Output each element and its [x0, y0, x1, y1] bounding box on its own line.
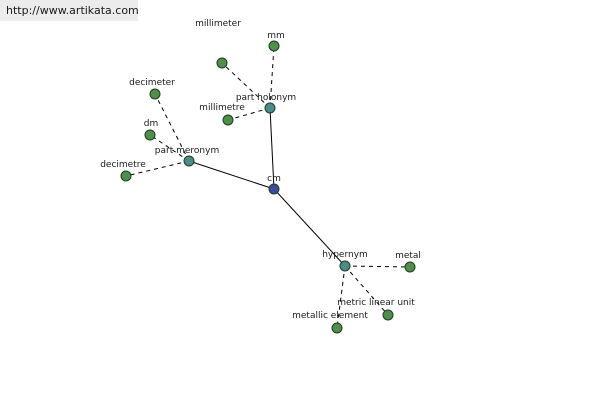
node-term-dm[interactable] [144, 129, 156, 141]
label-term-metal[interactable]: metal [395, 251, 421, 261]
node-term-metric-linear-unit[interactable] [382, 309, 394, 321]
node-term-decimeter[interactable] [149, 88, 161, 100]
node-term-metal[interactable] [404, 261, 416, 273]
label-term-mm[interactable]: mm [267, 31, 285, 41]
graph-edges [125, 45, 411, 329]
label-relation-hypernym[interactable]: hypernym [322, 250, 368, 260]
edge-hypernym-metallic-element [336, 265, 346, 329]
node-term-metallic-element[interactable] [331, 322, 343, 334]
graph-nodes [120, 40, 416, 334]
node-term-decimetre[interactable] [120, 170, 132, 182]
node-term-millimetre[interactable] [222, 114, 234, 126]
label-term-dm[interactable]: dm [144, 119, 158, 129]
label-term-decimeter[interactable]: decimeter [129, 78, 175, 88]
label-term-metric-linear-unit[interactable]: metric linear unit [337, 298, 415, 308]
graph-labels: cm part holonym part meronym hypernym millim… [100, 19, 421, 321]
node-relation-part-holonym[interactable] [264, 102, 276, 114]
label-relation-part-holonym[interactable]: part holonym [236, 93, 296, 103]
label-term-millimeter[interactable]: millimeter [195, 19, 241, 29]
source-url-banner[interactable]: http://www.artikata.com [0, 0, 139, 21]
edge-part-holonym-mm [269, 45, 275, 109]
label-center[interactable]: cm [267, 174, 281, 184]
edge-part-meronym-decimetre [125, 160, 190, 177]
label-term-millimetre[interactable]: millimetre [199, 103, 245, 113]
edge-part-holonym-millimeter [221, 62, 271, 109]
edge-hypernym-metric-linear-unit [344, 265, 389, 316]
node-relation-hypernym[interactable] [339, 260, 351, 272]
edge-hypernym-metal [344, 265, 411, 268]
edge-center-part-meronym [188, 160, 275, 190]
edge-center-hypernym [273, 188, 346, 267]
label-term-decimetre[interactable]: decimetre [100, 160, 146, 170]
label-term-metallic-element[interactable]: metallic element [292, 311, 368, 321]
node-center[interactable] [268, 183, 280, 195]
edge-center-part-holonym [269, 107, 275, 190]
label-relation-part-meronym[interactable]: part meronym [155, 146, 219, 156]
node-relation-part-meronym[interactable] [183, 155, 195, 167]
node-term-millimeter[interactable] [216, 57, 228, 69]
node-term-mm[interactable] [268, 40, 280, 52]
